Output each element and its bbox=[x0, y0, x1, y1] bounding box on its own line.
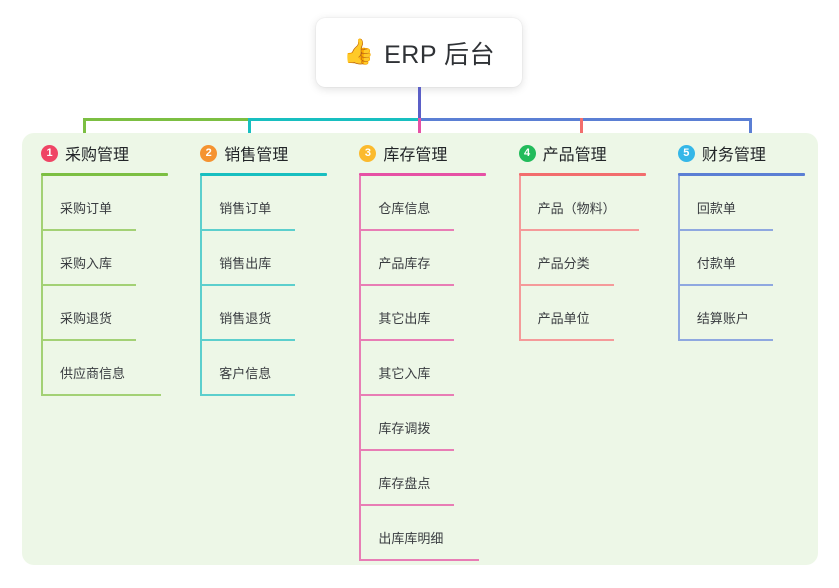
item-label: 其它入库 bbox=[378, 366, 431, 381]
item-underline bbox=[679, 284, 773, 286]
list-item[interactable]: 销售订单 bbox=[200, 176, 346, 231]
list-item[interactable]: 库存盘点 bbox=[359, 451, 505, 506]
list-item[interactable]: 结算账户 bbox=[677, 286, 824, 341]
item-underline bbox=[361, 339, 455, 341]
list-item[interactable]: 客户信息 bbox=[200, 341, 346, 396]
item-label: 回款单 bbox=[696, 201, 736, 216]
item-underline bbox=[361, 284, 455, 286]
root-node-card[interactable]: 👍 ERP 后台 bbox=[316, 18, 522, 87]
column-items-finance: 回款单 付款单 结算账户 bbox=[677, 176, 824, 341]
list-item[interactable]: 出库库明细 bbox=[359, 506, 505, 561]
thumbs-up-icon: 👍 bbox=[342, 38, 375, 66]
item-underline bbox=[520, 229, 639, 231]
diagram-panel bbox=[22, 133, 818, 565]
list-item[interactable]: 库存调拨 bbox=[359, 396, 505, 451]
item-underline bbox=[43, 394, 161, 396]
item-label: 采购入库 bbox=[60, 256, 113, 271]
column-items-inventory: 仓库信息 产品库存 其它出库 其它入库 库存调拨 bbox=[359, 176, 505, 561]
item-underline bbox=[361, 504, 455, 506]
item-label: 结算账户 bbox=[696, 311, 749, 326]
list-item[interactable]: 销售退货 bbox=[200, 286, 346, 341]
item-underline bbox=[43, 229, 136, 231]
list-item[interactable]: 采购退货 bbox=[41, 286, 187, 341]
column-rule-product bbox=[518, 173, 646, 176]
column-badge-4: 4 bbox=[518, 144, 536, 162]
item-underline bbox=[202, 394, 296, 396]
item-label: 供应商信息 bbox=[60, 366, 126, 381]
item-label: 付款单 bbox=[696, 256, 736, 271]
item-label: 产品库存 bbox=[378, 256, 431, 271]
columns-container: 1 采购管理 采购订单 采购入库 采购退货 供应商信息 bbox=[22, 133, 818, 565]
item-label: 出库库明细 bbox=[378, 531, 444, 546]
column-inventory: 3 库存管理 仓库信息 产品库存 其它出库 其它入库 bbox=[340, 133, 499, 565]
column-title-product: 产品管理 bbox=[542, 147, 607, 164]
item-underline bbox=[361, 559, 480, 561]
list-item[interactable]: 采购入库 bbox=[41, 231, 187, 286]
column-product: 4 产品管理 产品（物料） 产品分类 产品单位 bbox=[500, 133, 659, 565]
item-underline bbox=[361, 449, 455, 451]
item-label: 客户信息 bbox=[219, 366, 272, 381]
column-rule-inventory bbox=[359, 173, 487, 176]
item-label: 销售退货 bbox=[219, 311, 272, 326]
list-item[interactable]: 产品单位 bbox=[518, 286, 665, 341]
column-badge-1: 1 bbox=[41, 144, 58, 162]
column-title-purchasing: 采购管理 bbox=[65, 147, 130, 164]
column-items-sales: 销售订单 销售出库 销售退货 客户信息 bbox=[200, 176, 346, 396]
list-item[interactable]: 回款单 bbox=[677, 176, 824, 231]
column-header-purchasing[interactable]: 1 采购管理 bbox=[22, 133, 181, 173]
item-label: 产品（物料） bbox=[537, 201, 616, 216]
item-label: 库存调拨 bbox=[378, 421, 431, 436]
item-underline bbox=[202, 284, 296, 286]
list-item[interactable]: 产品（物料） bbox=[518, 176, 665, 231]
item-underline bbox=[520, 284, 614, 286]
item-label: 产品分类 bbox=[537, 256, 590, 271]
item-underline bbox=[361, 394, 455, 396]
item-underline bbox=[202, 229, 296, 231]
column-header-sales[interactable]: 2 销售管理 bbox=[181, 133, 340, 173]
column-sales: 2 销售管理 销售订单 销售出库 销售退货 客户信息 bbox=[181, 133, 340, 565]
column-rule-sales bbox=[200, 173, 328, 176]
column-items-purchasing: 采购订单 采购入库 采购退货 供应商信息 bbox=[41, 176, 187, 396]
column-finance: 5 财务管理 回款单 付款单 结算账户 bbox=[659, 133, 818, 565]
column-title-sales: 销售管理 bbox=[224, 147, 289, 164]
list-item[interactable]: 供应商信息 bbox=[41, 341, 187, 396]
list-item[interactable]: 采购订单 bbox=[41, 176, 187, 231]
column-items-product: 产品（物料） 产品分类 产品单位 bbox=[518, 176, 665, 341]
column-badge-5: 5 bbox=[677, 144, 695, 162]
item-label: 其它出库 bbox=[378, 311, 431, 326]
column-purchasing: 1 采购管理 采购订单 采购入库 采购退货 供应商信息 bbox=[22, 133, 181, 565]
column-badge-2: 2 bbox=[200, 144, 218, 162]
column-header-product[interactable]: 4 产品管理 bbox=[500, 133, 659, 173]
list-item[interactable]: 其它入库 bbox=[359, 341, 505, 396]
item-label: 库存盘点 bbox=[378, 476, 431, 491]
item-label: 销售订单 bbox=[219, 201, 272, 216]
list-item[interactable]: 销售出库 bbox=[200, 231, 346, 286]
column-header-inventory[interactable]: 3 库存管理 bbox=[340, 133, 499, 173]
item-label: 产品单位 bbox=[537, 311, 590, 326]
list-item[interactable]: 仓库信息 bbox=[359, 176, 505, 231]
column-title-finance: 财务管理 bbox=[701, 147, 766, 164]
list-item[interactable]: 其它出库 bbox=[359, 286, 505, 341]
item-underline bbox=[43, 284, 136, 286]
item-underline bbox=[679, 229, 773, 231]
item-underline bbox=[202, 339, 296, 341]
column-header-finance[interactable]: 5 财务管理 bbox=[659, 133, 818, 173]
column-rule-purchasing bbox=[41, 173, 168, 176]
list-item[interactable]: 产品分类 bbox=[518, 231, 665, 286]
item-underline bbox=[43, 339, 136, 341]
item-underline bbox=[520, 339, 614, 341]
column-rule-finance bbox=[677, 173, 805, 176]
item-underline bbox=[679, 339, 773, 341]
item-label: 销售出库 bbox=[219, 256, 272, 271]
item-label: 采购订单 bbox=[60, 201, 113, 216]
column-badge-3: 3 bbox=[359, 144, 377, 162]
item-label: 采购退货 bbox=[60, 311, 113, 326]
root-node-title: ERP 后台 bbox=[384, 40, 496, 69]
list-item[interactable]: 付款单 bbox=[677, 231, 824, 286]
column-title-inventory: 库存管理 bbox=[383, 147, 448, 164]
item-underline bbox=[361, 229, 455, 231]
list-item[interactable]: 产品库存 bbox=[359, 231, 505, 286]
item-label: 仓库信息 bbox=[378, 201, 431, 216]
